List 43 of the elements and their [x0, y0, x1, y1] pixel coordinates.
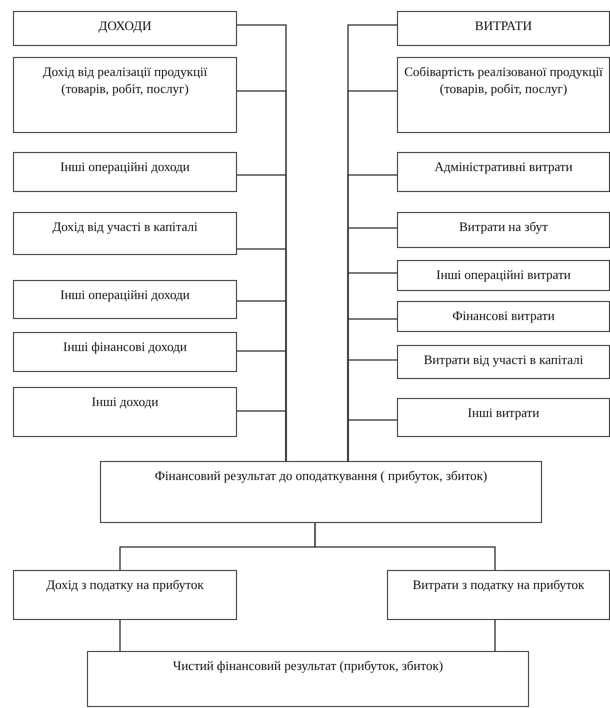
box-text: ДОХОДИ [98, 18, 152, 35]
process-box [397, 212, 610, 248]
process-box [13, 11, 237, 46]
process-box [13, 57, 237, 133]
box-text: Дохід від участі в капіталі [51, 219, 199, 236]
box-text: Дохід від реалізації продукції (товарів, робіт, послуг) [42, 64, 208, 98]
connector-line [314, 523, 496, 570]
process-box [387, 570, 610, 620]
connector-line [237, 410, 287, 461]
box-text: Інші операційні доходи [59, 159, 191, 176]
process-box [87, 651, 529, 707]
box-text: Чистий фінансовий результат (прибуток, збиток) [172, 658, 444, 675]
box-text: Фінансовий результат до оподаткування ( прибуток, збиток) [154, 468, 488, 485]
box-text: Інші доходи [90, 394, 160, 411]
box-text: Адміністративні витрати [433, 159, 574, 176]
process-box [397, 152, 610, 192]
process-box [13, 387, 237, 437]
process-box [13, 152, 237, 192]
box-text: Інші фінансові доходи [62, 339, 188, 356]
process-box [397, 345, 610, 379]
box-text: Дохід з податку на прибуток [45, 577, 205, 594]
box-text: Інші операційні витрати [435, 267, 572, 284]
process-box [397, 398, 610, 437]
box-text: Інші операційні доходи [59, 287, 191, 304]
box-text: Витрати на збут [458, 219, 549, 236]
box-text: ВИТРАТИ [474, 18, 534, 35]
process-box [13, 212, 237, 255]
process-box [397, 11, 610, 46]
box-text: Витрати з податку на прибуток [412, 577, 586, 594]
connector-line [119, 620, 121, 651]
process-box [397, 260, 610, 291]
connector-line [494, 620, 496, 651]
box-text: Інші витрати [466, 405, 540, 422]
process-box [397, 57, 610, 133]
box-text: Витрати від участі в капіталі [422, 352, 584, 369]
process-box [13, 332, 237, 372]
box-text: Собівартість реалізованої продукції (товарів, робіт, послуг) [403, 64, 604, 98]
connector-line [347, 419, 397, 461]
process-box [13, 570, 237, 620]
process-box [100, 461, 542, 523]
process-box [13, 280, 237, 319]
process-box [397, 301, 610, 332]
box-text: Фінансові витрати [451, 308, 556, 325]
